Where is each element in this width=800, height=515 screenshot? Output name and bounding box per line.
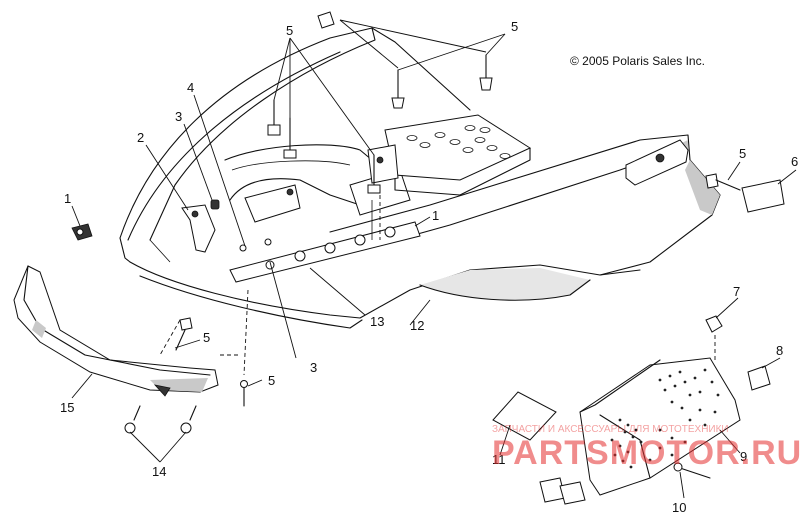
copyright-text: © 2005 Polaris Sales Inc.	[570, 54, 705, 68]
callout-6: 6	[791, 154, 798, 169]
callout-5b: 5	[511, 19, 518, 34]
callout-5c: 5	[739, 146, 746, 161]
alignment-lines	[159, 195, 716, 376]
nose-pan-assembly	[119, 27, 721, 329]
watermark-tagline: ЗАПЧАСТИ И АКСЕССУАРЫ ДЛЯ МОТОТЕХНИКИ	[492, 424, 729, 435]
callout-5e: 5	[268, 373, 275, 388]
callout-4: 4	[187, 80, 194, 95]
callout-labels: 1 1 2 3 3 4 5 5 5 5 5 6 7 8 9 10 11 12 1…	[60, 19, 798, 515]
skid-plate	[539, 357, 741, 505]
callout-9: 9	[740, 449, 747, 464]
callout-11: 11	[492, 452, 506, 467]
callout-13: 13	[370, 314, 384, 329]
watermark-brand: PARTSMOTOR.RU	[492, 434, 800, 472]
fasteners	[71, 11, 785, 479]
callout-7: 7	[733, 284, 740, 299]
brace-assembly	[181, 169, 421, 283]
callout-10: 10	[672, 500, 686, 515]
callout-5d: 5	[203, 330, 210, 345]
front-bumper	[13, 265, 219, 397]
callout-5a: 5	[286, 23, 293, 38]
watermark: ЗАПЧАСТИ И АКСЕССУАРЫ ДЛЯ МОТОТЕХНИКИ PA…	[492, 424, 800, 472]
callout-12: 12	[410, 318, 424, 333]
callout-14: 14	[152, 464, 166, 479]
mount-plate	[367, 114, 532, 196]
callout-3b: 3	[310, 360, 317, 375]
leader-lines	[71, 19, 797, 499]
callout-2: 2	[137, 130, 144, 145]
callout-1b: 1	[432, 208, 439, 223]
callout-3a: 3	[175, 109, 182, 124]
callout-1a: 1	[64, 191, 71, 206]
callout-8: 8	[776, 343, 783, 358]
callout-15: 15	[60, 400, 74, 415]
